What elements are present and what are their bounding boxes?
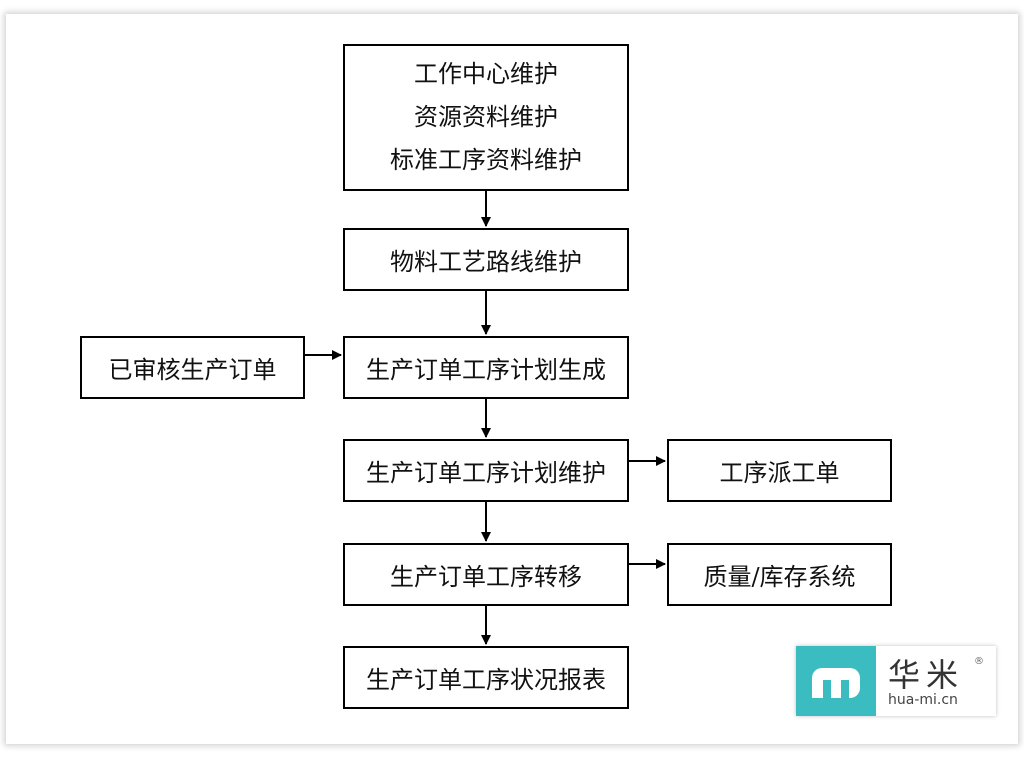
routing-box: 物料工艺路线维护 <box>343 228 629 291</box>
logo-chinese-text: 华米 <box>888 656 965 694</box>
quality-stock-box: 质量/库存系统 <box>667 543 892 606</box>
logo-domain-text: hua-mi.cn <box>888 692 958 708</box>
dispatch-box: 工序派工单 <box>667 439 892 502</box>
maintenance-line-1: 工作中心维护 <box>414 60 558 88</box>
approved-order-box: 已审核生产订单 <box>80 336 305 399</box>
approved-order-label: 已审核生产订单 <box>108 356 277 384</box>
logo-mark <box>796 646 876 716</box>
transfer-label: 生产订单工序转移 <box>390 563 582 591</box>
transfer-box: 生产订单工序转移 <box>343 543 629 606</box>
quality-stock-label: 质量/库存系统 <box>703 563 856 591</box>
huami-logo: 华米 ® hua-mi.cn <box>796 646 996 716</box>
plan-generate-box: 生产订单工序计划生成 <box>343 336 629 399</box>
plan-generate-label: 生产订单工序计划生成 <box>366 356 606 384</box>
status-report-box: 生产订单工序状况报表 <box>343 646 629 709</box>
m-letter-icon <box>812 668 860 698</box>
maintenance-line-2: 资源资料维护 <box>414 103 558 131</box>
routing-label: 物料工艺路线维护 <box>390 248 582 276</box>
dispatch-label: 工序派工单 <box>719 459 840 487</box>
maintenance-box: 工作中心维护 资源资料维护 标准工序资料维护 <box>343 44 629 191</box>
logo-registered-mark: ® <box>974 656 984 667</box>
plan-maintain-label: 生产订单工序计划维护 <box>366 459 606 487</box>
status-report-label: 生产订单工序状况报表 <box>366 666 606 694</box>
plan-maintain-box: 生产订单工序计划维护 <box>343 439 629 502</box>
maintenance-line-3: 标准工序资料维护 <box>390 146 582 174</box>
